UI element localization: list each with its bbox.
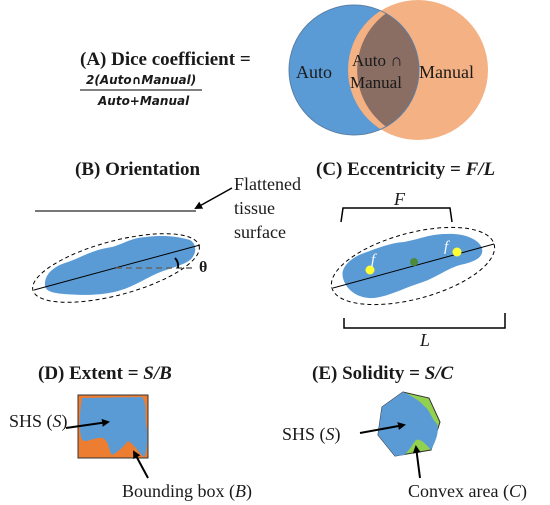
dice-numerator: 2(Auto∩Manual) — [86, 73, 196, 87]
focal-distance-label: F — [393, 189, 406, 209]
panel-d: (D) Extent = S/B SHS (S) Bounding box (B… — [9, 363, 252, 502]
venn-overlap-label-1: Auto ∩ — [352, 51, 403, 70]
convex-label: Convex area (C) — [408, 481, 527, 502]
panel-b-title: (B) Orientation — [75, 159, 201, 180]
solidity-shs-arrow — [359, 422, 406, 434]
focus-point-left — [365, 265, 375, 275]
venn-overlap-label-2: Manual — [350, 73, 402, 92]
extent-shs-label: SHS (S) — [9, 411, 68, 432]
surface-label-1: Flattened — [234, 174, 301, 194]
focal-distance-bracket — [340, 207, 453, 223]
bbox-label: Bounding box (B) — [122, 481, 252, 502]
orientation-angle-arc — [174, 257, 180, 269]
center-point — [410, 258, 418, 266]
panel-e-title: (E) Solidity = S/C — [312, 363, 454, 384]
major-axis-label: L — [419, 330, 430, 350]
eccentricity-major-axis — [332, 243, 495, 289]
panel-c: (C) Eccentricity = F/L F f f L — [316, 159, 506, 350]
panel-c-title: (C) Eccentricity = F/L — [316, 159, 495, 180]
orientation-shs-blob — [44, 236, 196, 295]
focus-label-right: f — [444, 239, 450, 255]
convex-arrow — [412, 445, 421, 479]
panel-e: (E) Solidity = S/C SHS (S) Convex area (… — [282, 363, 527, 502]
venn-auto-outline — [288, 4, 420, 136]
bbox-arrow — [133, 450, 149, 479]
extent-shs-arrow — [65, 418, 110, 429]
surface-pointer-arrow — [194, 187, 233, 209]
focus-point-right — [452, 247, 462, 257]
major-axis-bracket — [343, 313, 506, 329]
solidity-shs-shape — [378, 392, 438, 456]
extent-shs-shape — [79, 397, 148, 457]
eccentricity-fit-ellipse — [330, 226, 496, 306]
venn-overlap-region — [357, 13, 420, 127]
surface-label-2: tissue — [234, 198, 275, 218]
panel-d-title: (D) Extent = S/B — [38, 363, 172, 384]
venn-manual-label: Manual — [419, 62, 474, 82]
dice-denominator: Auto+Manual — [97, 94, 190, 108]
venn-auto-label: Auto — [296, 62, 332, 82]
panel-a-title: (A) Dice coefficient = — [80, 49, 251, 70]
focus-label-left: f — [371, 252, 377, 268]
surface-label-3: surface — [234, 222, 286, 242]
solidity-shs-label: SHS (S) — [282, 424, 341, 445]
panel-a: (A) Dice coefficient = 2(Auto∩Manual) Au… — [80, 0, 488, 140]
orientation-angle-label: θ — [199, 259, 207, 276]
panel-b: (B) Orientation Flattened tissue surface… — [32, 159, 301, 303]
